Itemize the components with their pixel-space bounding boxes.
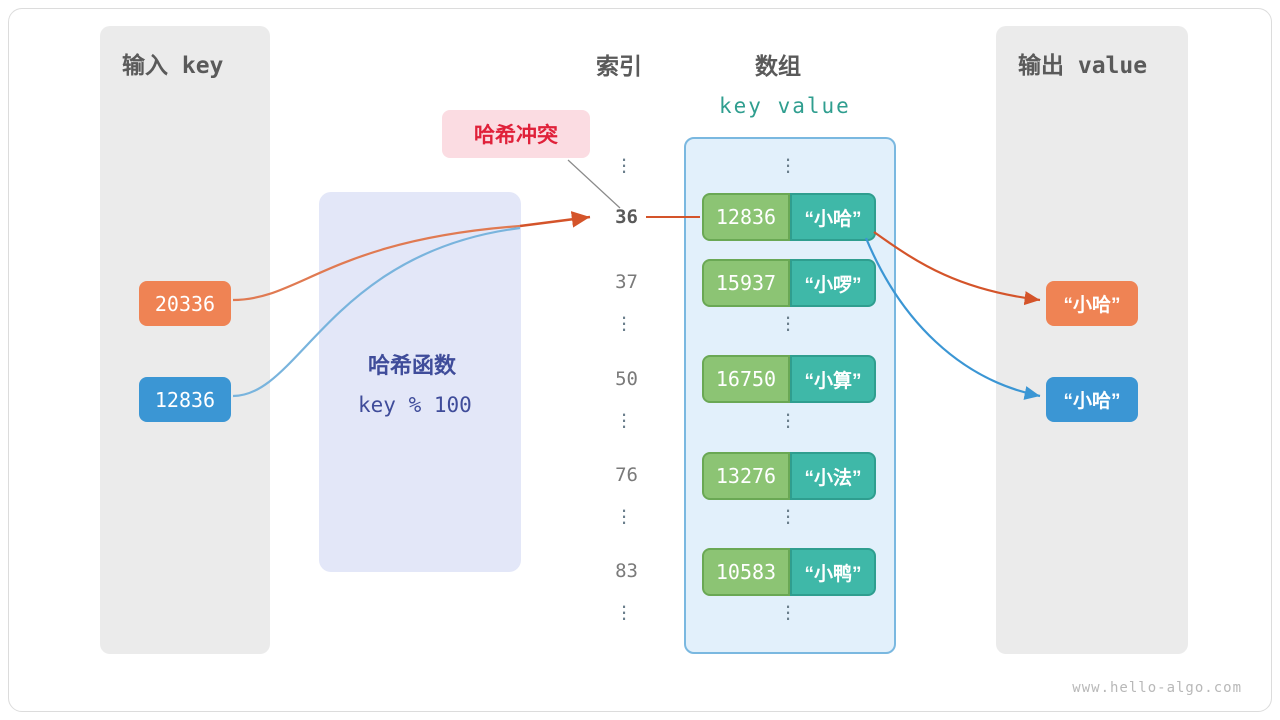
index-label-37: 37 <box>615 271 638 293</box>
bucket-key-37: 15937 <box>702 259 790 307</box>
index-ellipsis-3: ··· <box>620 497 628 534</box>
index-column-header: 索引 <box>596 53 642 79</box>
array-ellipsis-1: ··· <box>784 304 792 341</box>
bucket-value-83: “小鸭” <box>790 548 876 596</box>
input-key-panel <box>100 26 270 654</box>
watermark: www.hello-algo.com <box>1072 680 1242 696</box>
index-label-36: 36 <box>615 206 638 228</box>
hash-function-box <box>319 192 521 572</box>
index-ellipsis-bottom: ··· <box>620 593 628 630</box>
bucket-value-76: “小法” <box>790 452 876 500</box>
collision-badge: 哈希冲突 <box>442 110 590 158</box>
array-ellipsis-3: ··· <box>784 497 792 534</box>
output-value-chip-orange: “小哈” <box>1046 281 1138 326</box>
output-value-panel-title: 输出 value <box>1018 53 1148 79</box>
index-ellipsis-2: ··· <box>620 401 628 438</box>
output-value-chip-blue: “小哈” <box>1046 377 1138 422</box>
output-value-panel <box>996 26 1188 654</box>
bucket-row-36: 12836 “小哈” <box>702 193 876 241</box>
array-header: 数组 <box>755 53 801 79</box>
bucket-key-36: 12836 <box>702 193 790 241</box>
index-label-50: 50 <box>615 368 638 390</box>
bucket-value-37: “小啰” <box>790 259 876 307</box>
bucket-row-50: 16750 “小算” <box>702 355 876 403</box>
bucket-value-50: “小算” <box>790 355 876 403</box>
index-ellipsis-1: ··· <box>620 304 628 341</box>
hash-function-title: 哈希函数 <box>368 353 457 378</box>
index-ellipsis-top: ··· <box>620 146 628 183</box>
bucket-row-37: 15937 “小啰” <box>702 259 876 307</box>
array-ellipsis-2: ··· <box>784 401 792 438</box>
input-key-chip-20336: 20336 <box>139 281 231 326</box>
input-key-panel-title: 输入 key <box>122 53 224 79</box>
hash-function-formula: key % 100 <box>358 393 472 417</box>
input-key-chip-12836: 12836 <box>139 377 231 422</box>
bucket-value-36: “小哈” <box>790 193 876 241</box>
outer-frame <box>8 8 1272 712</box>
bucket-key-83: 10583 <box>702 548 790 596</box>
array-ellipsis-bottom: ··· <box>784 593 792 630</box>
key-value-header: key value <box>719 94 851 118</box>
index-label-83: 83 <box>615 560 638 582</box>
bucket-row-83: 10583 “小鸭” <box>702 548 876 596</box>
bucket-row-76: 13276 “小法” <box>702 452 876 500</box>
index-label-76: 76 <box>615 464 638 486</box>
bucket-key-50: 16750 <box>702 355 790 403</box>
bucket-key-76: 13276 <box>702 452 790 500</box>
array-ellipsis-top: ··· <box>784 146 792 183</box>
